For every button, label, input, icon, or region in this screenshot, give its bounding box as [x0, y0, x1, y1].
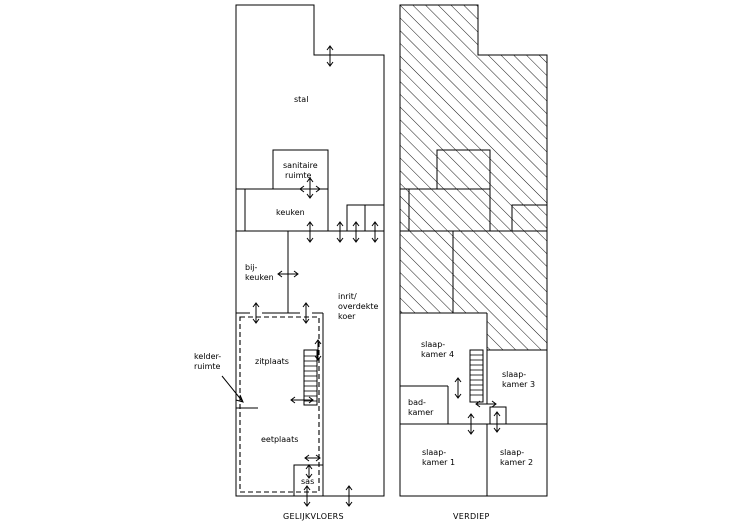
label-keuken: keuken	[276, 208, 305, 217]
label-kelder-1: kelder-	[194, 352, 221, 361]
caption-upper-floor: VERDIEP	[453, 512, 490, 521]
ground-floor-plan: stal sanitaire ruimte keuken bij- keuken…	[194, 4, 385, 521]
staircase	[303, 349, 318, 406]
label-kelder-2: ruimte	[194, 362, 221, 371]
upper-staircase-treads	[470, 354, 483, 396]
label-slaapkamer4-1: slaap-	[421, 340, 445, 349]
door-arrows	[221, 45, 379, 507]
label-slaapkamer1-2: kamer 1	[422, 458, 455, 467]
closet	[489, 406, 507, 425]
label-inrit-2: overdekte	[338, 302, 378, 311]
staircase-treads	[304, 355, 317, 402]
label-bijkeuken-1: bij-	[245, 263, 258, 272]
label-slaapkamer2-2: kamer 2	[500, 458, 533, 467]
upper-door-arrows	[454, 377, 501, 435]
hatched-block	[436, 149, 491, 190]
label-sanitaire-1: sanitaire	[283, 161, 318, 170]
label-eetplaats: eetplaats	[261, 435, 298, 444]
label-bijkeuken-2: keuken	[245, 273, 274, 282]
label-inrit-3: koer	[338, 312, 356, 321]
label-slaapkamer2-1: slaap-	[500, 448, 524, 457]
label-slaapkamer4-2: kamer 4	[421, 350, 454, 359]
upper-floor-outline	[399, 4, 548, 497]
label-sanitaire-2: ruimte	[285, 171, 312, 180]
label-badkamer-2: kamer	[408, 408, 434, 417]
label-slaapkamer1-1: slaap-	[422, 448, 446, 457]
label-sas: sas	[301, 477, 314, 486]
label-stal: stal	[294, 95, 308, 104]
label-slaapkamer3-1: slaap-	[502, 370, 526, 379]
caption-ground-floor: GELIJKVLOERS	[283, 512, 344, 521]
upper-floor-plan: slaap- kamer 4 slaap- kamer 3 bad- kamer…	[399, 4, 548, 521]
upper-staircase	[469, 349, 484, 403]
hatched-area	[400, 5, 547, 350]
label-slaapkamer3-2: kamer 3	[502, 380, 535, 389]
basement-outline	[239, 316, 320, 493]
label-badkamer-1: bad-	[408, 398, 426, 407]
ground-floor-outline	[235, 4, 385, 497]
label-inrit-1: inrit/	[338, 292, 357, 301]
label-zitplaats: zitplaats	[255, 357, 289, 366]
